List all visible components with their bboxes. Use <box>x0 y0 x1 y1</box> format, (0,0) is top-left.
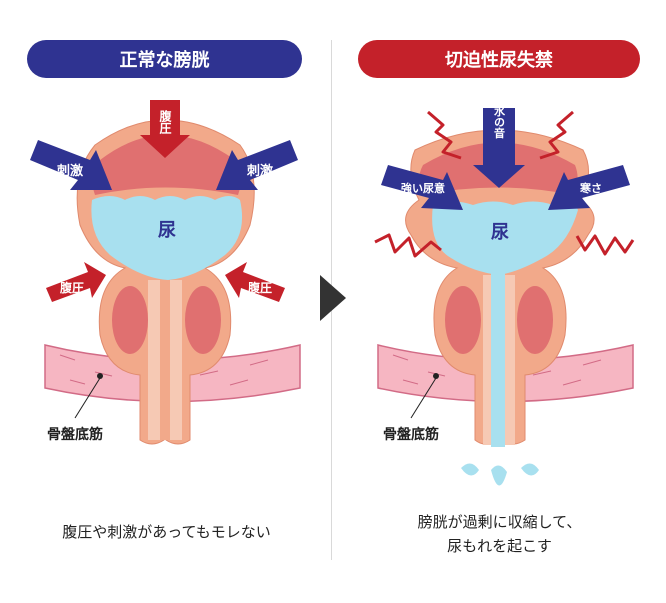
bladder-wall <box>92 135 241 195</box>
urine-fill <box>91 196 243 280</box>
arrow-strong-urge <box>381 165 463 210</box>
arrow-water-sound <box>473 108 525 188</box>
label-urine: 尿 <box>491 222 509 243</box>
sphincter-left <box>445 286 481 354</box>
muscle-pointer <box>74 377 101 419</box>
urine-fill <box>432 201 578 275</box>
sphincter-right <box>185 286 221 354</box>
sphincter-left <box>112 286 148 354</box>
panel-urge-incontinence: 切迫性尿失禁 <box>333 0 666 603</box>
arrow-cold <box>548 165 630 210</box>
contraction-zigzags <box>374 110 635 258</box>
label-water-sound: 水の音 <box>493 104 506 139</box>
muscle-pointer <box>410 377 437 419</box>
normal-bladder-diagram: 腹圧 刺激 刺激 腹圧 腹圧 尿 <box>30 100 301 445</box>
next-arrow-icon <box>320 275 346 321</box>
label-pelvic-floor: 骨盤底筋 <box>383 427 439 443</box>
arrow-stim-left <box>30 140 112 190</box>
label-stim-right: 刺激 <box>247 163 274 179</box>
arrow-pressure-top <box>140 100 190 158</box>
urine-droplets <box>461 463 539 486</box>
title-normal-bladder: 正常な膀胱 <box>27 40 302 78</box>
arrow-stim-right <box>216 140 298 190</box>
label-urine: 尿 <box>158 220 176 241</box>
arrow-pressure-right <box>225 262 285 302</box>
label-pressure-right: 腹圧 <box>248 280 272 295</box>
label-stim-left: 刺激 <box>57 163 84 179</box>
label-pressure-top: 腹圧 <box>158 109 172 135</box>
label-pelvic-floor: 骨盤底筋 <box>47 427 103 443</box>
leaking-urine <box>491 262 505 447</box>
caption-line-1: 膀胱が過剰に収縮して、 <box>417 513 582 531</box>
label-strong-urge: 強い尿意 <box>401 181 445 195</box>
arrow-pressure-left <box>46 262 106 302</box>
caption-line-2: 尿もれを起こす <box>447 537 552 555</box>
panel-normal-bladder: 正常な膀胱 <box>27 40 302 541</box>
muscle-texture <box>59 354 269 386</box>
label-pressure-left: 腹圧 <box>60 280 84 295</box>
caption-normal: 腹圧や刺激があってもモレない <box>62 523 271 541</box>
title-urge-incontinence: 切迫性尿失禁 <box>358 40 640 78</box>
caption-urge: 膀胱が過剰に収縮して、 尿もれを起こす <box>333 510 666 558</box>
sphincter-right <box>517 286 553 354</box>
label-cold: 寒さ <box>579 181 602 195</box>
urge-bladder-diagram: 水の音 強い尿意 寒さ 尿 <box>374 104 635 486</box>
